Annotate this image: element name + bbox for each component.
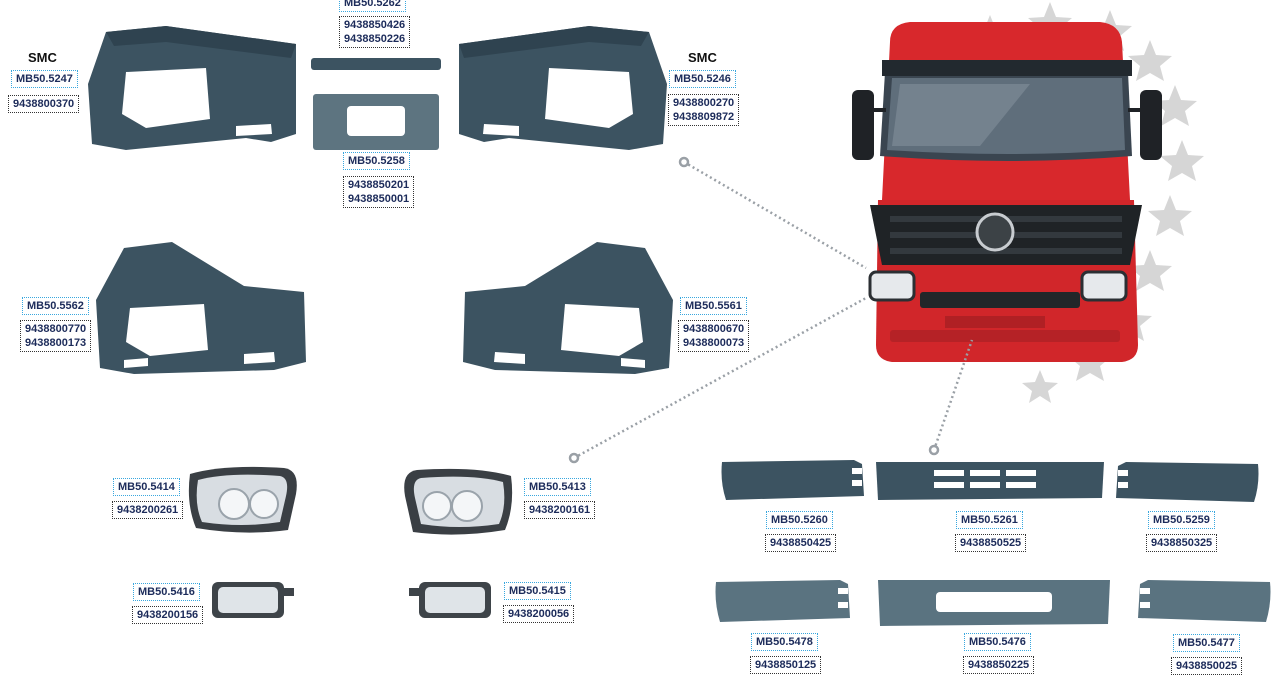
- oem-code-bumper-lower-right: 9438850025: [1171, 657, 1243, 675]
- smc-label-upper-left: SMC: [28, 50, 57, 65]
- oem-code-corner-upper-right: 9438800270 9438809872: [668, 94, 740, 126]
- part-code-mb50-5415: MB50.5415: [504, 582, 571, 600]
- oem-number: 9438850426: [344, 19, 406, 31]
- oem-number: 9438850325: [1151, 537, 1213, 549]
- oem-number: 9438850125: [755, 659, 817, 671]
- bumper-upper-center-image: [876, 462, 1104, 500]
- part-code-mb50-5247: MB50.5247: [11, 70, 78, 88]
- headlamp-right-image: [404, 468, 513, 535]
- bumper-upper-left-image: [721, 460, 864, 500]
- part-code-mb50-5477: MB50.5477: [1173, 634, 1240, 652]
- oem-number: 9438200261: [117, 504, 179, 516]
- oem-code-fog-left: 9438200156: [132, 606, 204, 624]
- oem-number: 9438200161: [529, 504, 591, 516]
- part-code-mb50-5258: MB50.5258: [343, 152, 410, 170]
- oem-number: 9438800370: [13, 98, 75, 110]
- oem-code-bumper-upper-center: 9438850525: [955, 534, 1027, 552]
- oem-code-bumper-lower-center: 9438850225: [963, 656, 1035, 674]
- oem-code-corner-lower-left: 9438800770 9438800173: [20, 320, 92, 352]
- fog-lamp-left-image: [212, 582, 294, 618]
- oem-number: 9438800270: [673, 97, 735, 109]
- oem-number: 9438850001: [348, 193, 410, 205]
- oem-number: 9438850525: [960, 537, 1022, 549]
- corner-panel-upper-right-image: [459, 26, 667, 150]
- oem-number: 9438800073: [683, 337, 745, 349]
- oem-number: 9438850201: [348, 179, 410, 191]
- oem-number: 9438850025: [1176, 660, 1238, 672]
- truck-front-image: [852, 2, 1204, 403]
- part-code-mb50-5413: MB50.5413: [524, 478, 591, 496]
- part-code-mb50-5562: MB50.5562: [22, 297, 89, 315]
- oem-code-bumper-upper-left: 9438850425: [765, 534, 837, 552]
- part-code-mb50-5259: MB50.5259: [1148, 511, 1215, 529]
- oem-code-headlamp-right: 9438200161: [524, 501, 596, 519]
- oem-number: 9438800670: [683, 323, 745, 335]
- bumper-lower-left-image: [715, 580, 850, 622]
- oem-code-corner-lower-right: 9438800670 9438800073: [678, 320, 750, 352]
- oem-number: 9438800173: [25, 337, 87, 349]
- fog-lamp-right-image: [409, 582, 491, 618]
- part-code-mb50-5561: MB50.5561: [680, 297, 747, 315]
- headlamp-left-image: [188, 466, 297, 533]
- smc-label-upper-right: SMC: [688, 50, 717, 65]
- oem-number: 9438200056: [508, 608, 570, 620]
- part-code-mb50-5414: MB50.5414: [113, 478, 180, 496]
- oem-number: 9438800770: [25, 323, 87, 335]
- oem-code-bumper-upper-right: 9438850325: [1146, 534, 1218, 552]
- oem-number: 9438850226: [344, 33, 406, 45]
- part-code-mb50-5476: MB50.5476: [964, 633, 1031, 651]
- part-code-mb50-5261: MB50.5261: [956, 511, 1023, 529]
- part-code-mb50-5260: MB50.5260: [766, 511, 833, 529]
- oem-number: 9438809872: [673, 111, 735, 123]
- oem-code-strip-top: 9438850426 9438850226: [339, 16, 411, 48]
- oem-code-fog-right: 9438200056: [503, 605, 575, 623]
- oem-number: 9438850225: [968, 659, 1030, 671]
- part-code-mb50-5246: MB50.5246: [669, 70, 736, 88]
- part-code-mb50-5416: MB50.5416: [133, 583, 200, 601]
- oem-number: 9438200156: [137, 609, 199, 621]
- oem-code-center-panel: 9438850201 9438850001: [343, 176, 415, 208]
- part-code-mb50-5262: MB50.5262: [339, 0, 406, 12]
- center-panel-image: [313, 94, 439, 150]
- top-strip-image: [311, 58, 441, 70]
- oem-number: 9438850425: [770, 537, 832, 549]
- corner-panel-lower-left-image: [96, 242, 306, 374]
- corner-panel-lower-right-image: [463, 242, 673, 374]
- bumper-lower-right-image: [1138, 580, 1271, 622]
- bumper-lower-center-image: [878, 580, 1110, 626]
- oem-code-headlamp-left: 9438200261: [112, 501, 184, 519]
- bumper-upper-right-image: [1116, 462, 1259, 502]
- oem-code-corner-upper-left: 9438800370: [8, 95, 80, 113]
- oem-code-bumper-lower-left: 9438850125: [750, 656, 822, 674]
- part-code-mb50-5478: MB50.5478: [751, 633, 818, 651]
- corner-panel-upper-left-image: [88, 26, 296, 150]
